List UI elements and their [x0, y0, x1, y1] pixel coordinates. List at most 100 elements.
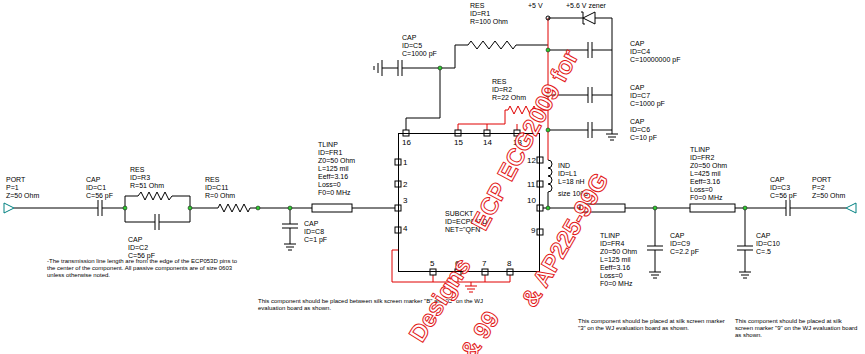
pin-pads-part [537, 205, 543, 211]
output-wiring-part [737, 208, 753, 278]
pin-pads-part [482, 269, 488, 275]
component-label: Z=50 Ohm [6, 192, 39, 200]
component-label: ID=C1 [86, 184, 106, 192]
component-label: RES [130, 166, 144, 174]
output-wiring-part [735, 200, 846, 216]
component-label: CAP [128, 236, 142, 244]
component-label: ID=FR4 [600, 240, 624, 248]
pin-number: 8 [507, 259, 511, 268]
note-text: This component should be placed at silk … [578, 318, 728, 332]
component-label: Z0=50 Ohm [600, 248, 637, 256]
component-label: Loss=0 [600, 272, 623, 280]
component-label: C=2.2 pF [670, 248, 699, 256]
watermark: & 99 [456, 307, 503, 354]
pin-number: 5 [430, 259, 434, 268]
decoupling-wiring-part [548, 12, 585, 24]
note-text: -The transmission line length are from t… [47, 258, 247, 279]
component-label: Z=50 Ohm [812, 192, 845, 200]
component-label: ID=C9 [670, 240, 690, 248]
decoupling-wiring-part [548, 122, 612, 138]
decoupling-wiring-part [606, 130, 618, 140]
component-label: C=10000000 pF [630, 56, 680, 64]
note-text: This component should be placed at silk … [735, 318, 861, 339]
junction-dots-part [546, 48, 550, 52]
input-wiring-part [14, 200, 125, 216]
input-wiring-part [282, 208, 298, 240]
component-label: ID=C4 [630, 48, 650, 56]
input-wiring-part [312, 204, 352, 212]
bias-wiring-part [440, 41, 548, 68]
component-label: Loss=0 [318, 181, 341, 189]
component-label: Z0=50 Ohm [318, 157, 355, 165]
component-label: TLINP [318, 141, 338, 149]
input-wiring-part [190, 204, 312, 212]
component-label: ID=FR2 [690, 154, 714, 162]
supply-wiring-part [465, 282, 477, 292]
component-label: CAP [630, 118, 644, 126]
component-label: CAP [630, 40, 644, 48]
component-label: RES [470, 2, 484, 10]
pin-number: 4 [403, 224, 407, 233]
pin-number: 1 [403, 158, 407, 167]
component-label: ID=C11 [205, 184, 228, 192]
input-wiring [4, 192, 398, 250]
junction-dots-part [653, 206, 657, 210]
component-label: ID=C3 [770, 184, 790, 192]
component-label: ID=L1 [558, 170, 577, 178]
component-label: F0=0 MHz [318, 189, 350, 197]
component-label: ID=FR1 [318, 149, 342, 157]
component-label: F0=0 MHz [600, 280, 632, 288]
component-label: PORT [812, 176, 831, 184]
output-wiring-part [647, 208, 663, 278]
input-wiring-part [4, 203, 14, 213]
component-label: Z0=50 Ohm [690, 162, 727, 170]
component-label: C=1000 pF [630, 100, 665, 108]
decoupling-wiring-part [548, 160, 552, 208]
component-label: F0=0 MHz [690, 194, 722, 202]
input-wiring-part [284, 240, 296, 250]
pin-number: 11 [527, 180, 535, 189]
pin-number: 7 [482, 259, 486, 268]
pin-number: 15 [454, 138, 463, 147]
component-label: Eeff=3.16 [318, 173, 348, 181]
component-label: L=425 mil [690, 170, 721, 178]
junction-dots-part [438, 66, 442, 70]
component-label: CAP [770, 176, 784, 184]
component-label: C=1 pF [304, 236, 327, 244]
input-wiring-part [125, 208, 190, 230]
pin-number: 14 [483, 138, 492, 147]
junction-dots-part [743, 206, 747, 210]
component-label: IND [558, 162, 570, 170]
component-label: L=125 mil [318, 165, 349, 173]
component-label: CAP [670, 232, 684, 240]
component-label: L=125 mil [600, 256, 631, 264]
input-wiring-part [352, 208, 398, 209]
component-label: Eeff=3.16 [600, 264, 630, 272]
pin-pads-part [430, 269, 436, 275]
decoupling-wiring-part [595, 18, 612, 130]
component-label: ID=R3 [130, 174, 150, 182]
component-label: RES [205, 176, 219, 184]
junction-dots-part [288, 206, 292, 210]
junction-dots-part [546, 128, 550, 132]
pin-number: 3 [403, 196, 407, 205]
output-wiring-part [690, 204, 735, 212]
pin-pads-part [507, 269, 513, 275]
component-label: L=18 nH [558, 178, 585, 186]
component-label: R=22 Ohm [492, 94, 526, 102]
component-label: C=1000 pF [402, 50, 437, 58]
pin-number: 9 [531, 226, 535, 235]
component-label: TLINP [600, 232, 620, 240]
junction-dots-part [256, 206, 260, 210]
junction-dots [123, 48, 747, 210]
pin-pads-part [537, 229, 543, 235]
component-label: C=10 pF [630, 134, 657, 142]
component-label: P=1 [6, 184, 19, 192]
component-label: CAP [402, 34, 416, 42]
pin-number: 10 [527, 196, 536, 205]
component-label: CAP [86, 176, 100, 184]
component-label: R=51 Ohm [130, 182, 164, 190]
component-label: ID=C8 [304, 228, 324, 236]
component-label: ID=C6 [630, 126, 650, 134]
